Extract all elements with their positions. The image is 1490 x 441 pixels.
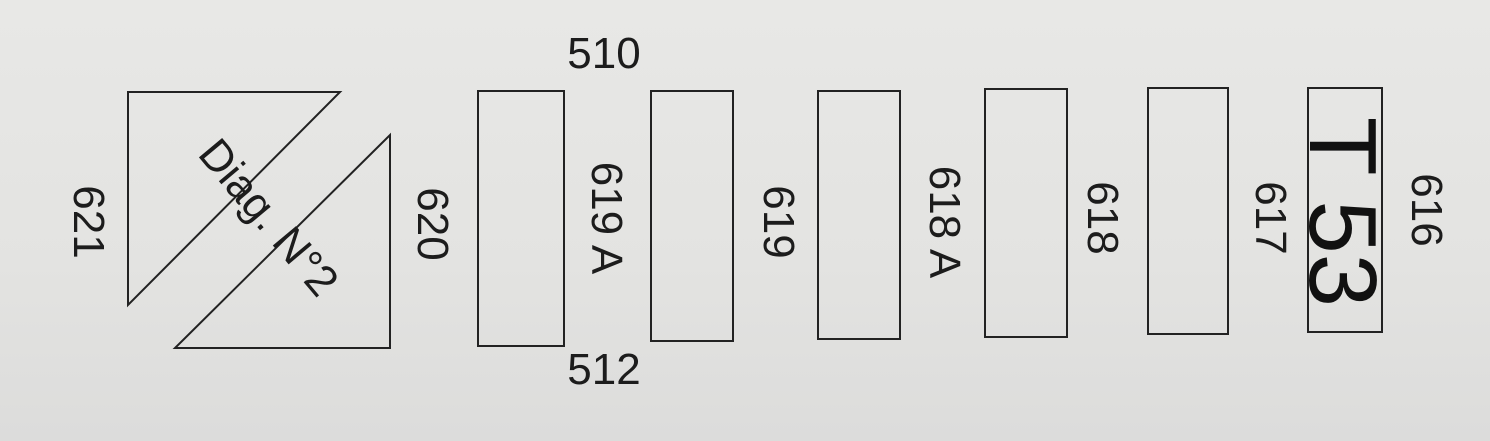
label-512: 512 — [567, 345, 641, 394]
rect-618a — [817, 90, 901, 340]
diag-lower-triangle — [172, 132, 391, 349]
rect-619 — [650, 90, 734, 342]
label-619a: 619 A — [582, 161, 631, 275]
label-618a: 618 A — [920, 165, 969, 279]
label-621: 621 — [64, 185, 113, 259]
rect-619a — [477, 90, 565, 347]
label-620: 620 — [408, 187, 457, 261]
rect-618 — [984, 88, 1068, 338]
label-619: 619 — [754, 185, 803, 259]
label-618: 618 — [1078, 181, 1127, 255]
label-510: 510 — [567, 29, 641, 78]
rect-t53 — [1307, 87, 1383, 333]
label-616: 616 — [1402, 173, 1451, 247]
label-t53: T 53 — [1289, 116, 1396, 308]
rect-617 — [1147, 87, 1229, 335]
label-617: 617 — [1246, 181, 1295, 255]
diag-upper-triangle — [127, 91, 343, 308]
